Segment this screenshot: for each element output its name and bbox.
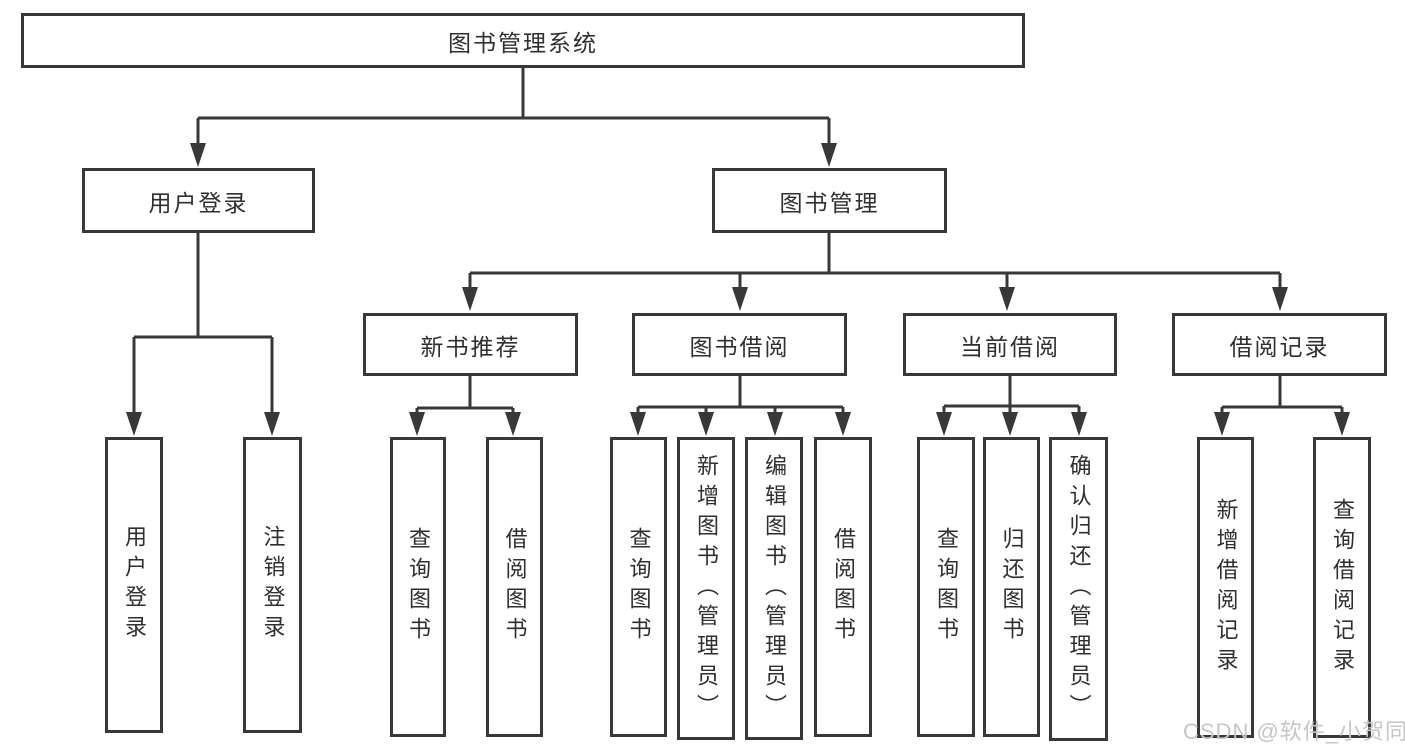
node-label: 借阅记录	[1229, 333, 1330, 360]
node-label: 查询图书	[626, 527, 652, 647]
node-label: 图书管理系统	[448, 29, 598, 56]
node-label: 确认归还（管理员）	[1066, 454, 1092, 724]
node-label: 用户登录	[122, 525, 147, 645]
node-book-management: 图书管理	[712, 168, 947, 233]
leaf-confirm-return-admin: 确认归还（管理员）	[1049, 437, 1108, 741]
node-new-book-recommend: 新书推荐	[363, 313, 578, 376]
leaf-query-books-borrowing: 查询图书	[610, 437, 667, 737]
leaf-return-books: 归还图书	[983, 437, 1040, 737]
node-label: 用户登录	[148, 189, 249, 216]
leaf-borrow-books-recommend: 借阅图书	[486, 437, 543, 737]
leaf-query-borrow-record: 查询借阅记录	[1313, 437, 1371, 738]
leaf-add-borrow-record: 新增借阅记录	[1197, 437, 1254, 738]
node-label: 当前借阅	[960, 333, 1060, 360]
csdn-watermark: CSDN @软件_小贺同学	[1183, 719, 1405, 744]
node-label: 编辑图书（管理员）	[762, 453, 787, 724]
node-current-borrowing: 当前借阅	[903, 313, 1117, 376]
node-label: 新增图书（管理员）	[694, 453, 719, 724]
node-label: 归还图书	[999, 527, 1025, 647]
node-label: 图书借阅	[689, 333, 790, 360]
node-label: 查询借阅记录	[1330, 497, 1355, 678]
leaf-logout: 注销登录	[243, 437, 302, 733]
node-label: 查询图书	[406, 527, 431, 647]
node-library-management-system: 图书管理系统	[21, 13, 1025, 68]
node-label: 借阅图书	[831, 527, 856, 647]
leaf-query-books-recommend: 查询图书	[390, 437, 446, 737]
node-label: 新增借阅记录	[1213, 497, 1239, 678]
leaf-borrow-books: 借阅图书	[814, 437, 872, 737]
node-label: 借阅图书	[502, 527, 528, 647]
node-label: 图书管理	[779, 189, 880, 216]
leaf-edit-book-admin: 编辑图书（管理员）	[745, 437, 803, 740]
node-borrowing-records: 借阅记录	[1172, 313, 1387, 376]
node-label: 新书推荐	[420, 333, 521, 360]
leaf-add-book-admin: 新增图书（管理员）	[677, 437, 735, 740]
node-label: 查询图书	[934, 527, 959, 647]
node-label: 注销登录	[260, 525, 286, 645]
leaf-user-login: 用户登录	[105, 437, 163, 733]
node-user-login: 用户登录	[82, 168, 315, 233]
node-book-borrowing: 图书借阅	[632, 313, 847, 376]
leaf-query-books-current: 查询图书	[917, 437, 975, 737]
